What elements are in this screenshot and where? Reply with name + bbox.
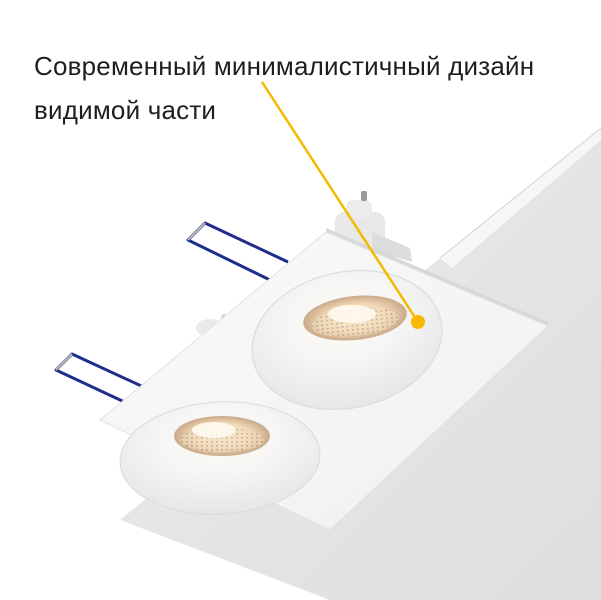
ceiling-edge	[440, 128, 601, 268]
callout	[260, 81, 425, 329]
lamp-lower	[119, 401, 321, 515]
callout-line	[260, 81, 420, 323]
lamp-upper	[251, 269, 443, 411]
callout-dot-icon	[411, 315, 425, 329]
caption-line-1: Современный минималистичный дизайн	[34, 51, 535, 81]
spring-clip-upper	[186, 221, 289, 282]
caption-line-2: видимой части	[34, 95, 217, 125]
caption: Современный минималистичный дизайн видим…	[34, 44, 534, 132]
spring-clip-lower	[54, 352, 151, 408]
